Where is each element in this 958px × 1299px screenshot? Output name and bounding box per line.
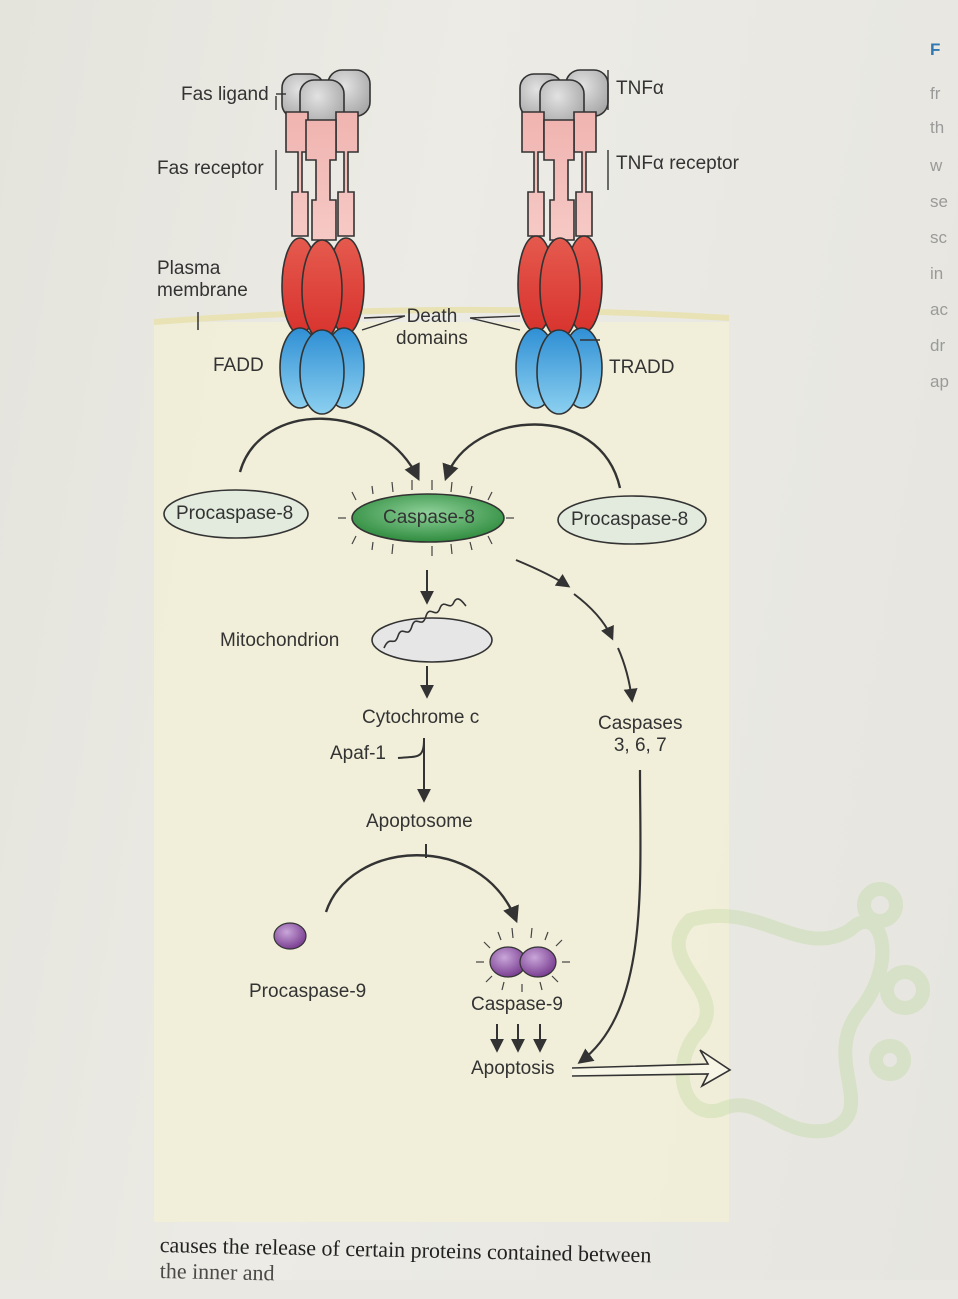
apoptosome-label: Apoptosome bbox=[366, 811, 473, 832]
caspase9-label: Caspase-9 bbox=[471, 994, 563, 1015]
caspases-367-label: Caspases 3, 6, 7 bbox=[598, 713, 683, 756]
side-text-0: F bbox=[930, 40, 941, 59]
procaspase9-label: Procaspase-9 bbox=[249, 981, 367, 1002]
caspase9-activity-rays bbox=[476, 927, 570, 992]
arrow-tradd-to-caspase8 bbox=[442, 423, 622, 489]
side-text-7: ac bbox=[930, 300, 948, 319]
fas-receptor-extracellular bbox=[285, 111, 359, 241]
procaspase8-left-label: Procaspase-8 bbox=[176, 503, 294, 524]
tnf-alpha-trimer bbox=[519, 69, 609, 127]
tradd-domains bbox=[515, 327, 603, 415]
tnf-alpha-label: TNFα bbox=[616, 78, 664, 99]
mitochondrion-shape bbox=[371, 598, 493, 663]
procaspase8-right-label: Procaspase-8 bbox=[571, 509, 689, 530]
caspase8-active bbox=[338, 480, 514, 556]
apoptosis-label: Apoptosis bbox=[471, 1058, 555, 1079]
side-text-8: dr bbox=[930, 336, 946, 355]
side-text-3: w bbox=[930, 156, 943, 175]
tnf-death-domains bbox=[517, 235, 603, 339]
fas-death-domains bbox=[281, 237, 365, 341]
arrow-cytc-to-apoptosome bbox=[397, 738, 424, 800]
side-text-9: ap bbox=[930, 372, 949, 391]
mitochondrion-label: Mitochondrion bbox=[220, 630, 340, 651]
plasma-membrane-label: Plasma membrane bbox=[157, 258, 248, 301]
fadd-label: FADD bbox=[213, 355, 264, 376]
tnf-receptor-extracellular bbox=[521, 111, 597, 241]
caspase9-active bbox=[476, 927, 570, 992]
apoptosis-output-arrow bbox=[571, 1049, 732, 1089]
label-leader-lines bbox=[275, 70, 609, 341]
plasma-membrane-line bbox=[153, 306, 730, 325]
apaf1-label: Apaf-1 bbox=[330, 743, 386, 764]
tradd-label: TRADD bbox=[609, 357, 675, 378]
fadd-domains bbox=[279, 327, 365, 415]
tnf-alpha-receptor-label: TNFα receptor bbox=[616, 153, 739, 174]
procaspase8-right-oval bbox=[557, 495, 707, 545]
tnf-complex bbox=[515, 69, 609, 415]
side-text-4: se bbox=[930, 192, 948, 211]
arrow-fadd-to-caspase8 bbox=[238, 417, 420, 482]
death-domains-label: Death domains bbox=[396, 306, 468, 349]
background-cell-decoration bbox=[671, 882, 930, 1139]
side-text-6: in bbox=[930, 264, 944, 283]
fas-ligand-label: Fas ligand bbox=[181, 84, 269, 105]
side-text-5: sc bbox=[930, 228, 947, 247]
arrow-procaspase9-to-caspase9 bbox=[324, 854, 519, 924]
fas-complex bbox=[279, 69, 371, 415]
arrow-caspase8-to-caspases367 bbox=[515, 559, 638, 703]
procaspase8-left-oval bbox=[163, 489, 309, 539]
arrow-caspases367-to-apoptosis bbox=[577, 769, 642, 1064]
side-text-1: fr bbox=[930, 84, 941, 103]
cytochrome-c-label: Cytochrome c bbox=[362, 707, 480, 728]
fas-receptor-label: Fas receptor bbox=[157, 158, 264, 179]
side-text-2: th bbox=[930, 118, 945, 137]
caspase8-label: Caspase-8 bbox=[383, 507, 475, 528]
caspase9-to-apoptosis-arrows bbox=[490, 1024, 547, 1053]
procaspase9-dot bbox=[273, 922, 307, 950]
caspase8-activity-rays bbox=[338, 480, 514, 556]
